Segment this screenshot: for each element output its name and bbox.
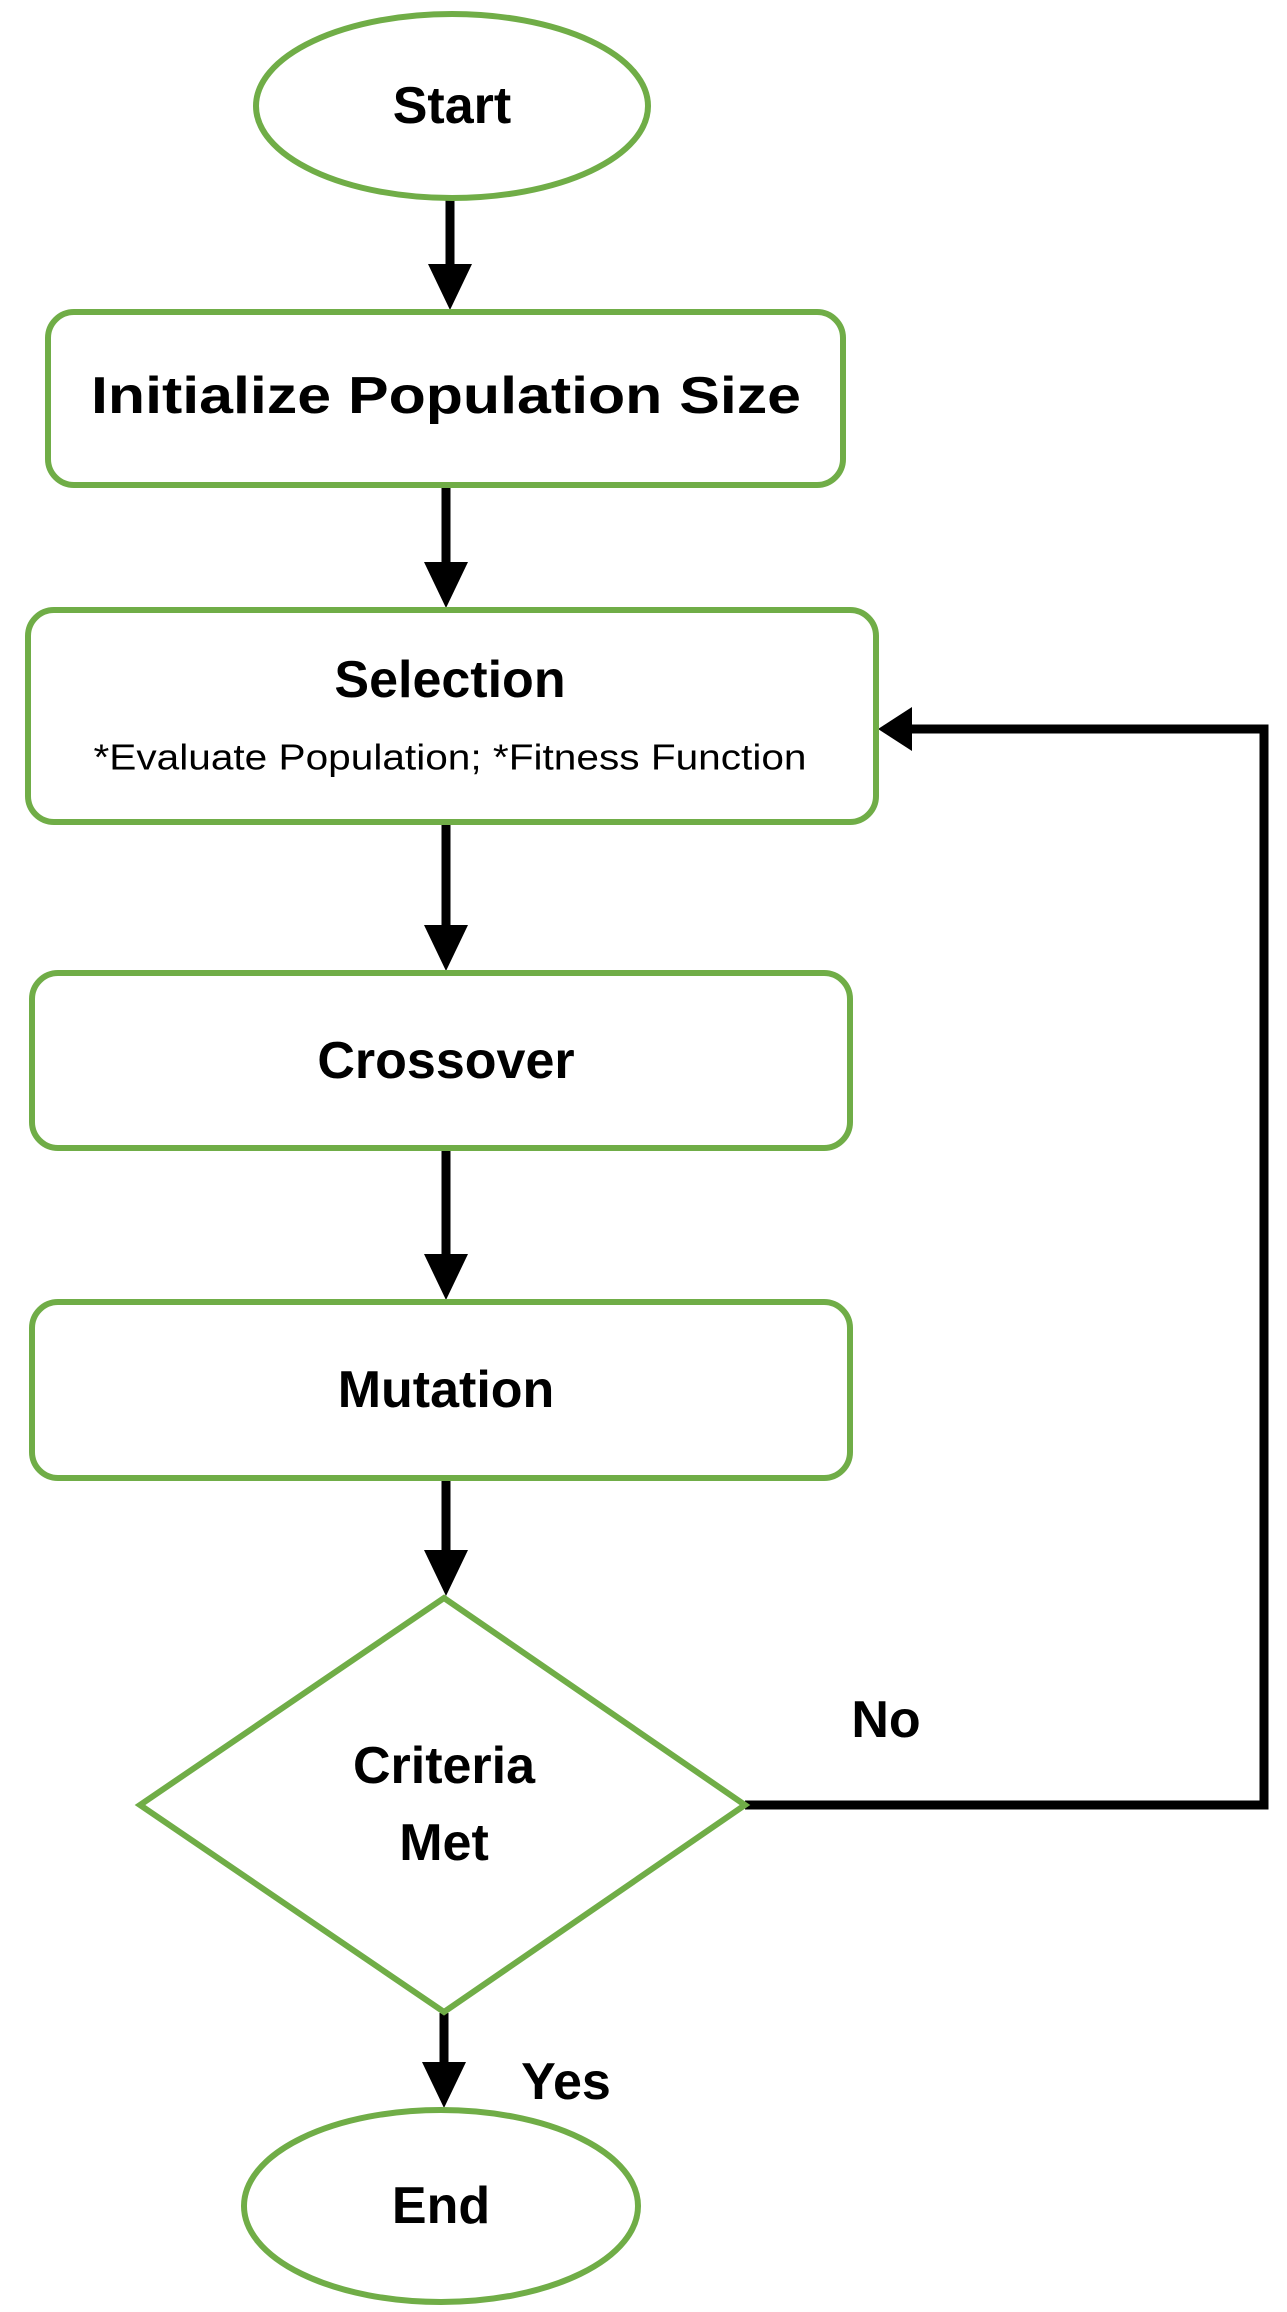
arrow-down-icon [424,562,468,608]
arrow-down-icon [428,264,472,310]
no-branch-label: No [851,1691,920,1749]
mutation-label: Mutation [338,1361,555,1419]
connector-criteria-to-end-yes [422,2013,466,2108]
end-node: End [241,2107,641,2305]
process-rect [29,970,853,1151]
selection-sublabel: *Evaluate Population; *Fitness Function [94,737,807,778]
crossover-label: Crossover [317,1032,574,1090]
connector-selection-to-crossover [424,823,468,971]
yes-branch-label: Yes [521,2053,611,2111]
arrow-down-icon [422,2062,466,2108]
connector-start-to-initialize [428,199,472,310]
selection-label: Selection [334,651,565,709]
mutation-node: Mutation [29,1299,853,1481]
selection-node: Selection *Evaluate Population; *Fitness… [25,607,879,825]
criteria-label-line2: Met [399,1814,489,1872]
process-rect [29,1299,853,1481]
connector-crossover-to-mutation [424,1149,468,1300]
initialize-population-label: Initialize Population Size [91,367,801,425]
connector-initialize-to-selection [424,486,468,608]
initialize-population-node: Initialize Population Size [45,309,846,488]
start-label: Start [393,77,511,135]
connector-criteria-to-selection-no-loop [745,707,1269,1810]
arrow-down-icon [424,925,468,971]
decision-diamond [134,1594,751,2016]
arrow-down-icon [424,1550,468,1596]
arrow-left-icon [878,707,912,751]
terminator-ellipse [241,2107,641,2305]
process-rect [45,309,846,488]
start-node: Start [253,11,651,201]
crossover-node: Crossover [29,970,853,1151]
criteria-label-line1: Criteria [353,1737,536,1795]
feedback-loop-line [745,724,1269,1810]
arrow-down-icon [424,1254,468,1300]
end-label: End [392,2177,490,2235]
terminator-ellipse [253,11,651,201]
process-rect [25,607,879,825]
connector-mutation-to-criteria [424,1479,468,1596]
criteria-met-decision-node: Criteria Met [134,1594,751,2016]
